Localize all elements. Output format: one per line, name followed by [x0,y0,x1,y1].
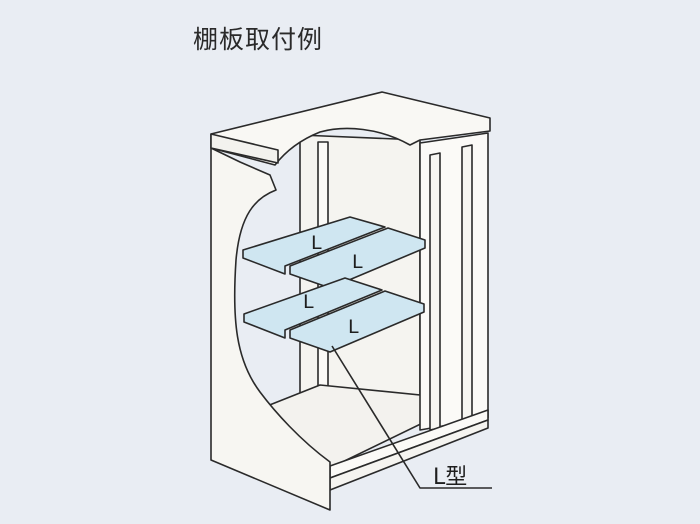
shelf-label-4: L [348,316,359,338]
shelf-label-3: L [303,291,314,313]
upper-shelf-right [289,227,426,289]
lower-shelf-left [243,277,383,339]
top-panel-front-edge [210,133,279,164]
right-door-frame-inner [429,152,441,431]
upper-shelf-left [242,216,386,275]
callout-leader [331,345,492,489]
shelf-label-1: L [311,232,322,254]
lower-shelf-right [289,290,425,353]
top-panel [210,91,491,166]
diagram-title: 棚板取付例 [193,25,324,54]
shelf-label-2: L [352,251,363,273]
callout-label: L型 [433,465,467,490]
left-side-wall [210,147,331,511]
right-door-frame-inner-2 [461,144,473,423]
